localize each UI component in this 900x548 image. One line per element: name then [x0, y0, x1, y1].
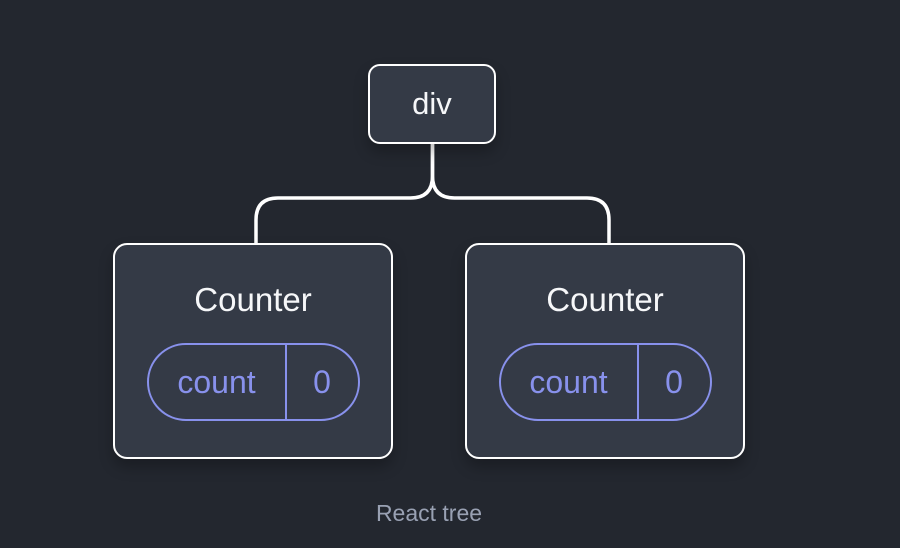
connector-right-branch — [430, 142, 611, 245]
state-name: count — [501, 345, 639, 419]
root-node-label: div — [412, 86, 452, 121]
state-value: 0 — [313, 363, 331, 400]
tree-node-counter-left: Counter count 0 — [113, 243, 393, 459]
tree-node-div: div — [368, 64, 496, 144]
diagram-caption: React tree — [375, 500, 483, 526]
state-name: count — [149, 345, 287, 419]
component-name: Counter — [546, 281, 664, 318]
state-pill: count 0 — [498, 343, 712, 421]
state-value: 0 — [665, 363, 683, 400]
connector-left-branch — [254, 142, 435, 245]
state-pill: count 0 — [146, 343, 360, 421]
tree-node-counter-right: Counter count 0 — [465, 243, 745, 459]
component-name: Counter — [194, 281, 312, 318]
